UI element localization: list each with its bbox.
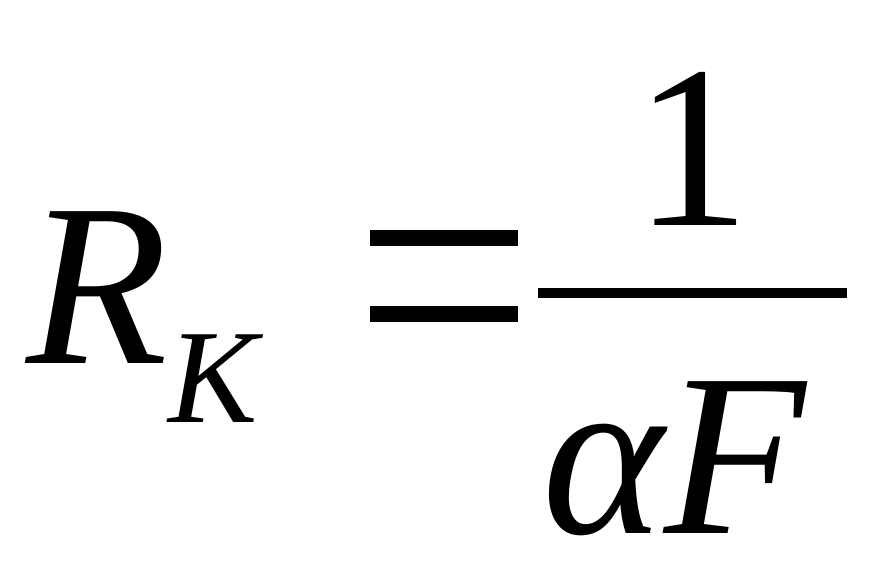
- lhs-symbol: R: [26, 157, 168, 414]
- lhs-subscript: K: [168, 303, 258, 451]
- denominator: αF: [542, 327, 806, 584]
- fraction-bar: [538, 288, 847, 298]
- equals-sign: [370, 230, 518, 322]
- equals-bar-bottom: [370, 306, 518, 322]
- numerator: 1: [634, 19, 750, 276]
- equals-bar-top: [370, 230, 518, 246]
